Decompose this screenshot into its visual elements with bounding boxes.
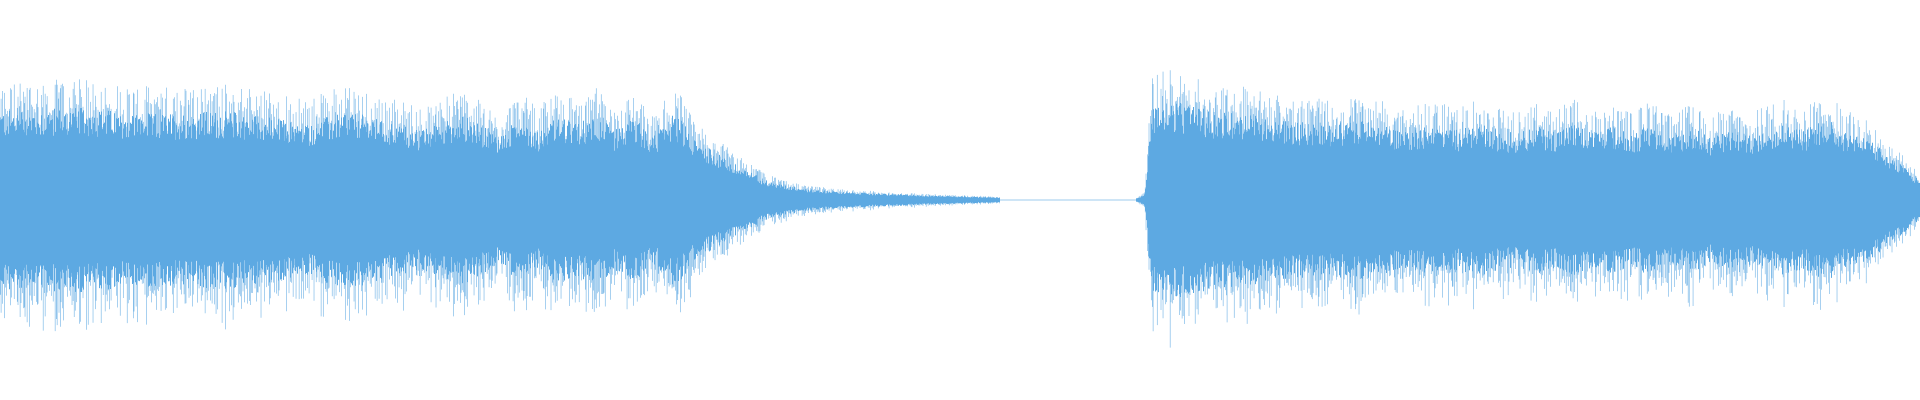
waveform-body	[0, 108, 1000, 292]
waveform-segment-1	[0, 79, 1000, 332]
waveform-body	[1136, 103, 1920, 297]
waveform-segment-2	[1136, 70, 1920, 348]
